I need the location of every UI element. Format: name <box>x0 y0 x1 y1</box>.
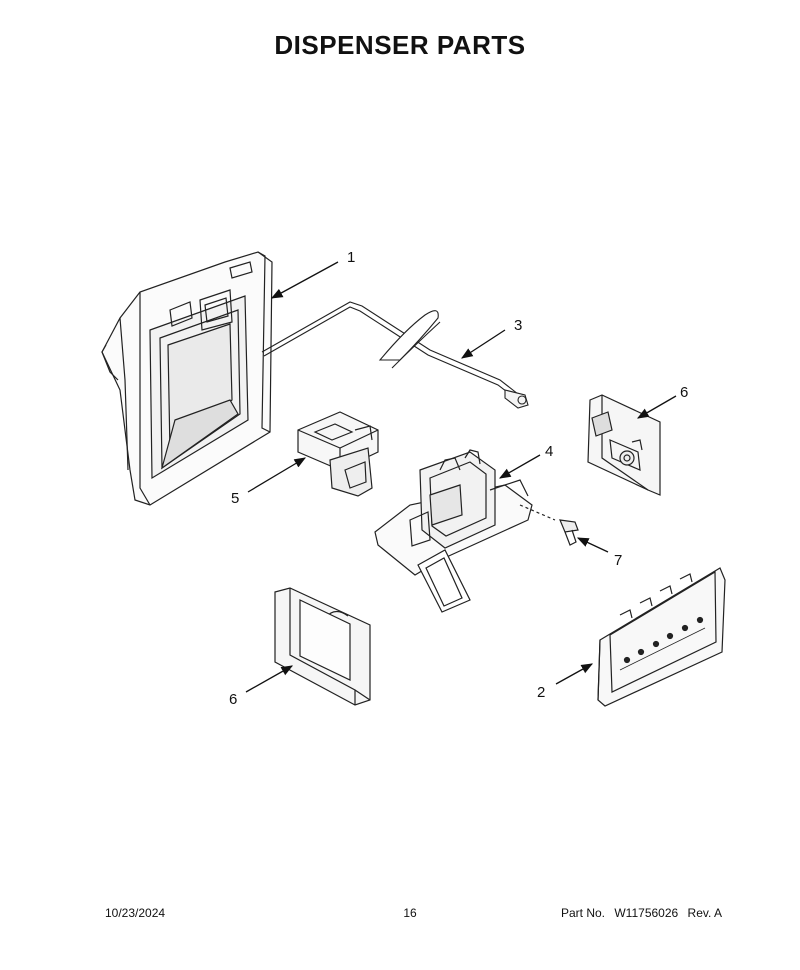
arrow-2 <box>555 663 594 685</box>
arrow-7 <box>576 537 609 553</box>
actuator-part <box>297 411 379 497</box>
callout-1: 1 <box>347 249 355 266</box>
footer-part-info: Part No. W11756026 Rev. A <box>561 906 722 920</box>
leader-arrows <box>245 261 677 693</box>
footer-date: 10/23/2024 <box>105 906 166 920</box>
arrow-6b <box>245 665 294 693</box>
arrow-6a <box>636 395 677 419</box>
lever-assembly-part <box>374 449 533 613</box>
callout-6a: 6 <box>680 384 688 401</box>
control-panel-part <box>597 567 726 707</box>
callout-7: 7 <box>614 552 622 569</box>
arrow-3 <box>461 329 506 359</box>
arrow-5 <box>247 457 307 493</box>
panel-part <box>274 587 371 706</box>
callout-3: 3 <box>514 317 522 334</box>
dispenser-housing-part <box>101 251 273 506</box>
arrow-4 <box>498 454 541 479</box>
bracket-part <box>587 394 661 496</box>
footer-part-label: Part No. <box>561 906 606 920</box>
callout-6b: 6 <box>229 691 237 708</box>
callout-4: 4 <box>545 443 553 460</box>
footer-part-number: W11756026 <box>614 906 679 920</box>
footer-page-number: 16 <box>403 906 417 920</box>
water-tube-part <box>261 301 529 409</box>
footer-revision: Rev. A <box>687 906 722 920</box>
callout-2: 2 <box>537 684 545 701</box>
callout-5: 5 <box>231 490 239 507</box>
page-title: DISPENSER PARTS <box>274 30 526 60</box>
arrow-1 <box>270 261 339 299</box>
screw-part <box>519 504 579 546</box>
